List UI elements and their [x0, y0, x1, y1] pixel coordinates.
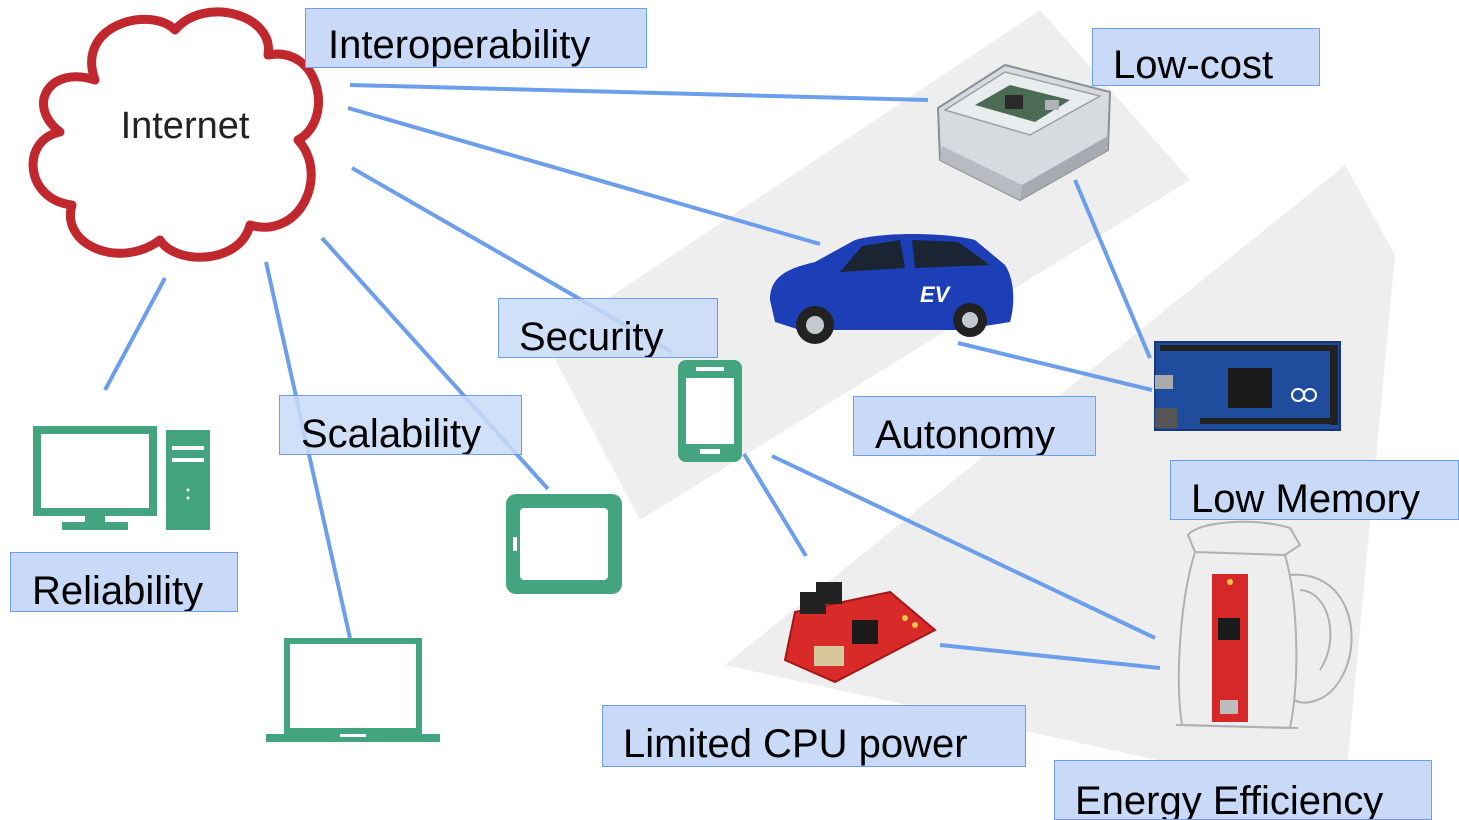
desktop-computer-icon: [33, 426, 210, 530]
label-energy-efficiency-text: Energy Efficiency: [1075, 779, 1384, 820]
label-reliability-text: Reliability: [32, 569, 204, 612]
line-phone-cpu-board: [742, 452, 808, 558]
label-scalability-text: Scalability: [301, 412, 482, 455]
label-security: Security: [498, 298, 718, 358]
laptop-icon: [266, 638, 440, 742]
tablet-icon: [506, 494, 622, 594]
label-limited-cpu-power-text: Limited CPU power: [623, 722, 968, 766]
label-limited-cpu-power: Limited CPU power: [602, 705, 1026, 767]
arduino-due-image: [1154, 341, 1341, 431]
svg-text:EV: EV: [920, 282, 952, 307]
line-internet-rpi: [349, 83, 929, 102]
label-low-memory-text: Low Memory: [1191, 477, 1420, 520]
label-low-cost-text: Low-cost: [1113, 43, 1274, 86]
label-scalability: Scalability: [279, 395, 522, 455]
label-energy-efficiency: Energy Efficiency: [1054, 760, 1432, 820]
line-internet-desktop: [103, 277, 167, 391]
label-interoperability: Interoperability: [305, 8, 647, 68]
raspberry-pi-image: [936, 63, 1112, 202]
line-internet-car: [347, 106, 821, 246]
line-phone-kettle: [771, 454, 1156, 640]
internet-cloud: [28, 7, 323, 262]
label-reliability: Reliability: [10, 552, 238, 612]
smartphone-icon: [678, 360, 742, 462]
cloud-shape: [28, 7, 323, 262]
kettle-microcontroller-board: [1212, 574, 1248, 722]
red-sensor-board-image: [783, 582, 937, 684]
label-low-memory: Low Memory: [1170, 460, 1459, 520]
smart-kettle-image: [1175, 520, 1353, 730]
line-car-arduino: [957, 341, 1153, 392]
line-cpu-board-kettle: [939, 643, 1161, 670]
electric-car-image: EV: [770, 234, 1014, 344]
line-rpi-arduino: [1073, 179, 1152, 359]
label-interoperability-text: Interoperability: [328, 23, 591, 67]
label-autonomy: Autonomy: [853, 396, 1096, 456]
internet-label: Internet: [120, 105, 250, 147]
label-low-cost: Low-cost: [1092, 28, 1320, 86]
label-security-text: Security: [519, 315, 664, 358]
label-autonomy-text: Autonomy: [875, 413, 1056, 456]
